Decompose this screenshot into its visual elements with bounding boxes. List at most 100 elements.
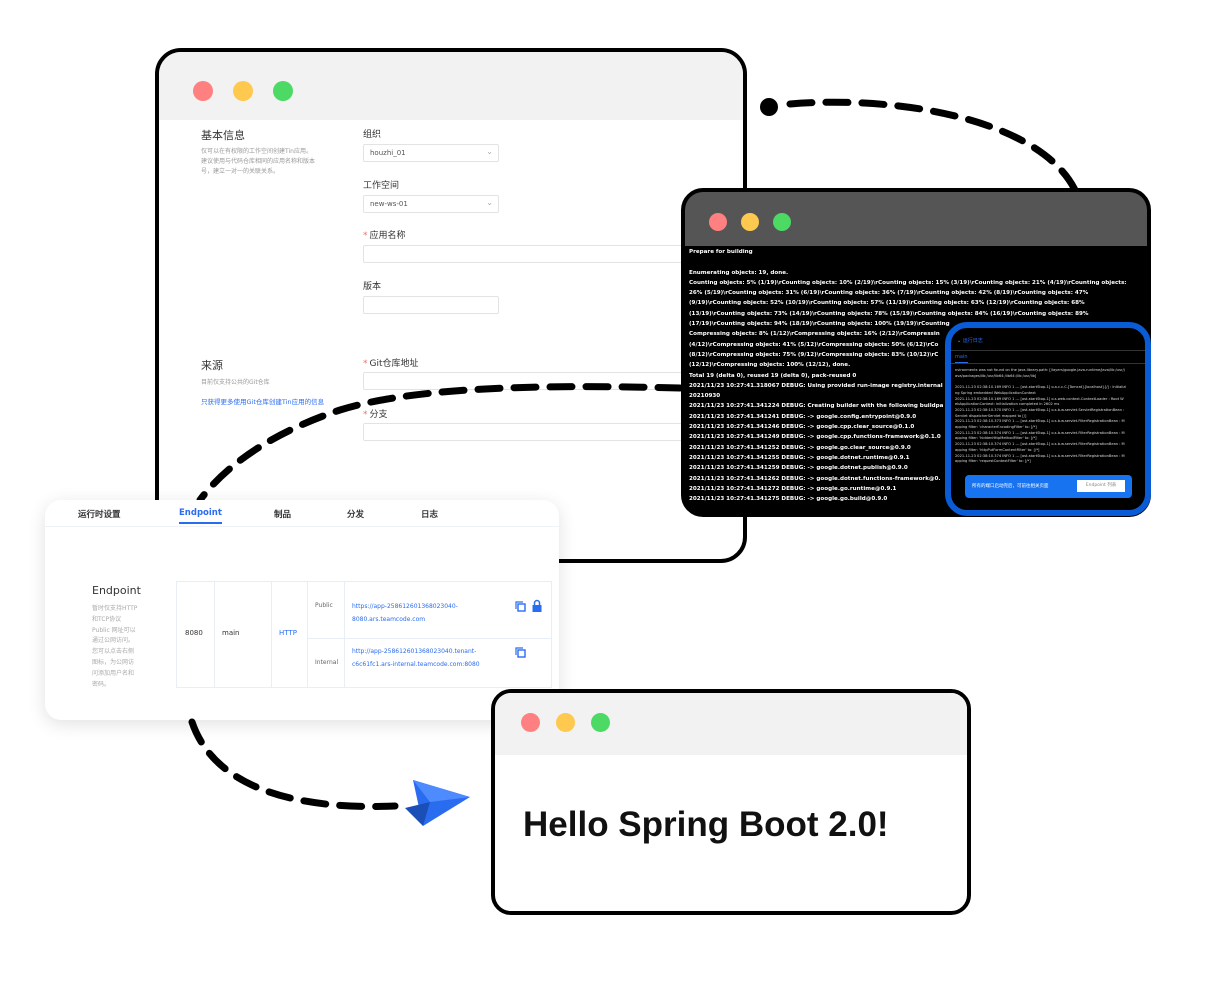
chevron-down-icon: ⌄	[486, 198, 493, 207]
label-text: 分支	[369, 410, 388, 420]
workspace-value: new-ws-01	[370, 200, 408, 208]
url-line: https://app-258612601368023040-	[352, 603, 458, 610]
branch-label: *分支	[363, 407, 388, 420]
branch-input[interactable]	[363, 423, 743, 441]
log-line: ng Spring embedded WebApplicationContext	[955, 390, 1036, 395]
build-log: Prepare for building Enumerating objects…	[689, 247, 1147, 504]
endpoint-list-button[interactable]: Endpoint 列表	[1077, 480, 1125, 492]
close-dot[interactable]	[193, 81, 213, 101]
desc-line: Public 网址可以	[92, 626, 136, 634]
log-line: (9/19)\rCounting objects: 52% (10/19)\rC…	[689, 300, 1085, 307]
desc-line: 仅可以在有权限的工作空间创建Tin应用。	[201, 148, 312, 155]
log-line: Counting objects: 5% (1/19)\rCounting ob…	[689, 279, 1127, 286]
workspace-label: 工作空间	[363, 181, 400, 191]
banner-text: 所有的端口启动完后，可前往相关页面	[972, 484, 1049, 489]
log-line: ava/packages/lib:/usr/lib64:/lib64:/lib:…	[955, 373, 1037, 378]
log-line: nvironments was not found on the java.li…	[955, 368, 1125, 372]
required-mark: *	[363, 359, 368, 369]
tab-endpoint[interactable]: Endpoint	[179, 508, 222, 524]
log-line: Enumerating objects: 19, done.	[689, 269, 789, 276]
minimize-dot[interactable]	[556, 713, 575, 732]
internal-url-cell: http://app-258612601368023040.tenant-c6c…	[344, 638, 552, 688]
tab-distribution[interactable]: 分发	[347, 510, 365, 520]
app-name-label: *应用名称	[363, 228, 406, 241]
popup-header[interactable]: ⌄ 运行日志	[957, 337, 983, 344]
log-line: 2021-11-23 02:38:10.374 INFO 1 --- [ost-…	[955, 453, 1125, 458]
url-line: http://app-258612601368023040.tenant-	[352, 648, 477, 655]
tab-main[interactable]: main	[955, 354, 968, 363]
paper-plane-icon	[405, 780, 470, 826]
log-line: (4/12)\rCompressing objects: 41% (5/12)\…	[689, 341, 939, 348]
tab-artifacts[interactable]: 制品	[274, 510, 292, 520]
log-line: 2021/11/23 10:27:41.341252 DEBUG: -> goo…	[689, 444, 911, 451]
popup-title: 运行日志	[962, 338, 983, 344]
log-line: 2021/11/23 10:27:41.341259 DEBUG: -> goo…	[689, 465, 908, 472]
log-line: 2021/11/23 10:27:41.341246 DEBUG: -> goo…	[689, 424, 915, 431]
lock-icon[interactable]	[532, 599, 542, 612]
source-help-link[interactable]: 只获得更多使用Git仓库创建Tin应用的信息	[201, 398, 325, 406]
tab-logs[interactable]: 日志	[421, 510, 439, 520]
url-line: 8080.ars.teamcode.com	[352, 616, 426, 623]
log-line: apping filter: 'requestContextFilter' to…	[955, 459, 1031, 464]
form-window: 基本信息 仅可以在有权限的工作空间创建Tin应用。 建议使用与代码仓库相同的应用…	[155, 48, 747, 563]
copy-icon[interactable]	[515, 601, 526, 612]
required-mark: *	[363, 410, 368, 420]
source-desc: 目前仅支持公共的Git仓库	[201, 379, 270, 386]
log-line: (12/12)\rCompressing objects: 100% (12/1…	[689, 362, 851, 369]
endpoint-banner: 所有的端口启动完后，可前往相关页面 Endpoint 列表	[965, 475, 1132, 498]
maximize-dot[interactable]	[773, 213, 791, 231]
desc-line: 和TCP协议	[92, 615, 122, 623]
close-dot[interactable]	[709, 213, 727, 231]
label-text: Git仓库地址	[369, 359, 419, 369]
chevron-down-icon: ⌄	[957, 338, 963, 344]
close-dot[interactable]	[521, 713, 540, 732]
hello-message: Hello Spring Boot 2.0!	[523, 805, 889, 844]
desc-line: 号，建立一对一的关联关系。	[201, 168, 280, 175]
title-bar	[159, 52, 743, 120]
log-line: 2021-11-23 02:38:10.374 INFO 1 --- [ost-…	[955, 442, 1125, 447]
maximize-dot[interactable]	[591, 713, 610, 732]
log-line: 26% (5/19)\rCounting objects: 31% (6/19)…	[689, 290, 1089, 297]
internal-url-link[interactable]: http://app-258612601368023040.tenant-c6c…	[352, 645, 551, 671]
log-line: 2021-11-23 02:38:10.374 INFO 1 --- [ost-…	[955, 430, 1125, 435]
log-line: 2021/11/23 10:27:41.341275 DEBUG: -> goo…	[689, 496, 888, 503]
tab-runtime-settings[interactable]: 运行时设置	[78, 510, 121, 520]
log-line: ebApplicationContext: initialization com…	[955, 402, 1060, 407]
log-line: 2021/11/23 10:27:41.318067 DEBUG: Using …	[689, 382, 943, 389]
url-line: c6c61fc1.ars-internal.teamcode.com:8080	[352, 661, 480, 668]
log-line: 2021/11/23 10:27:41.341255 DEBUG: -> goo…	[689, 454, 910, 461]
desc-line: 通过公网访问。	[92, 637, 135, 645]
version-input[interactable]	[363, 296, 499, 314]
popup-log: nvironments was not found on the java.li…	[955, 368, 1145, 465]
runtime-log-popup: ⌄ 运行日志 main nvironments was not found on…	[945, 322, 1151, 516]
log-line: Compressing objects: 8% (1/12)\rCompress…	[689, 331, 940, 338]
minimize-dot[interactable]	[741, 213, 759, 231]
minimize-dot[interactable]	[233, 81, 253, 101]
public-url-link[interactable]: https://app-258612601368023040- 8080.ars.…	[352, 600, 551, 626]
copy-icon[interactable]	[515, 647, 526, 658]
log-line: (8/12)\rCompressing objects: 75% (9/12)\…	[689, 351, 939, 358]
log-line: (13/19)\rCounting objects: 73% (14/19)\r…	[689, 310, 1089, 317]
log-line: Prepare for building	[689, 249, 753, 255]
org-value: houzhi_01	[370, 149, 406, 157]
org-select[interactable]: houzhi_01 ⌄	[363, 144, 499, 162]
log-line: 2021-11-23 02:38:10.169 INFO 1 --- [ost-…	[955, 396, 1124, 401]
log-line: apping filter: 'hiddenHttpMethodFilter' …	[955, 436, 1037, 441]
log-line: 2021/11/23 10:27:41.341262 DEBUG: -> goo…	[689, 475, 941, 482]
log-line: 2021/11/23 10:27:41.341272 DEBUG: -> goo…	[689, 485, 897, 492]
desc-line: 图标，为公网访	[92, 658, 135, 666]
connector-start-dot	[760, 98, 778, 116]
app-name-input[interactable]	[363, 245, 743, 263]
org-label: 组织	[363, 130, 382, 140]
workspace-select[interactable]: new-ws-01 ⌄	[363, 195, 499, 213]
maximize-dot[interactable]	[273, 81, 293, 101]
desc-line: 密码。	[92, 680, 111, 688]
log-line: 2021/11/23 10:27:41.341224 DEBUG: Creati…	[689, 403, 944, 410]
endpoint-title: Endpoint	[92, 584, 141, 597]
chevron-down-icon: ⌄	[486, 147, 493, 156]
endpoint-desc: 暂时仅支持HTTP 和TCP协议 Public 网址可以 通过公网访问。 您可以…	[92, 604, 137, 690]
log-line: Total 19 (delta 0), reused 19 (delta 0),…	[689, 372, 857, 379]
